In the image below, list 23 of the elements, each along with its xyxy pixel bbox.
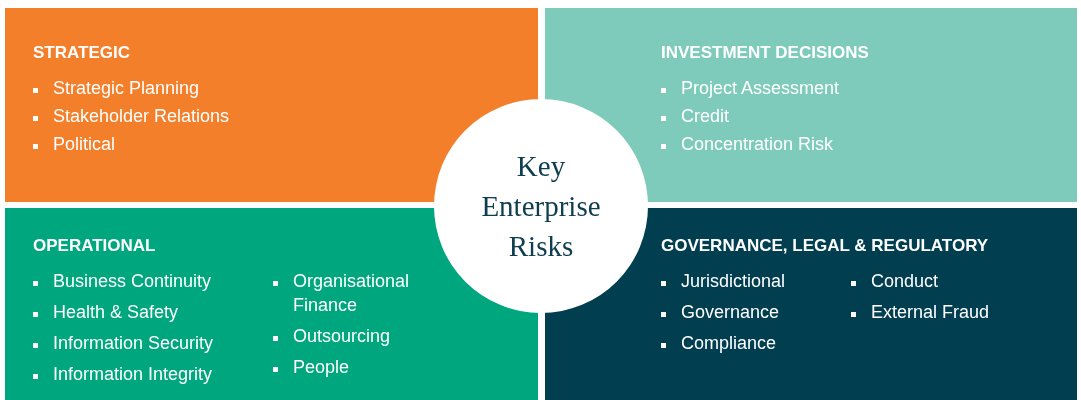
list-item: Political [53,133,116,156]
list-item: Strategic Planning [53,77,200,100]
panel-heading: STRATEGIC [33,42,130,64]
list-item: Conduct [871,270,939,293]
list-item: Compliance [681,332,777,355]
panel-heading: OPERATIONAL [33,235,156,257]
list-item: Stakeholder Relations [53,105,230,128]
list-item: Outsourcing [293,325,391,348]
list-item: Project Assessment [681,77,840,100]
list-item: Business Continuity [53,270,212,293]
list-item: Jurisdictional [681,270,786,293]
list-item: Governance [681,301,780,324]
list-item: External Fraud [871,301,990,324]
list-item: Health & Safety [53,301,179,324]
list-item: Organisational Finance [293,270,411,317]
center-title: Key Enterprise Risks [480,149,602,264]
list-item: Concentration Risk [681,133,834,156]
list-item: Information Security [53,332,214,355]
panel-heading: INVESTMENT DECISIONS [661,42,869,64]
list-item: People [293,356,350,379]
panel-heading: GOVERNANCE, LEGAL & REGULATORY [661,235,989,257]
list-item: Information Integrity [53,363,213,386]
list-item: Credit [681,105,729,128]
